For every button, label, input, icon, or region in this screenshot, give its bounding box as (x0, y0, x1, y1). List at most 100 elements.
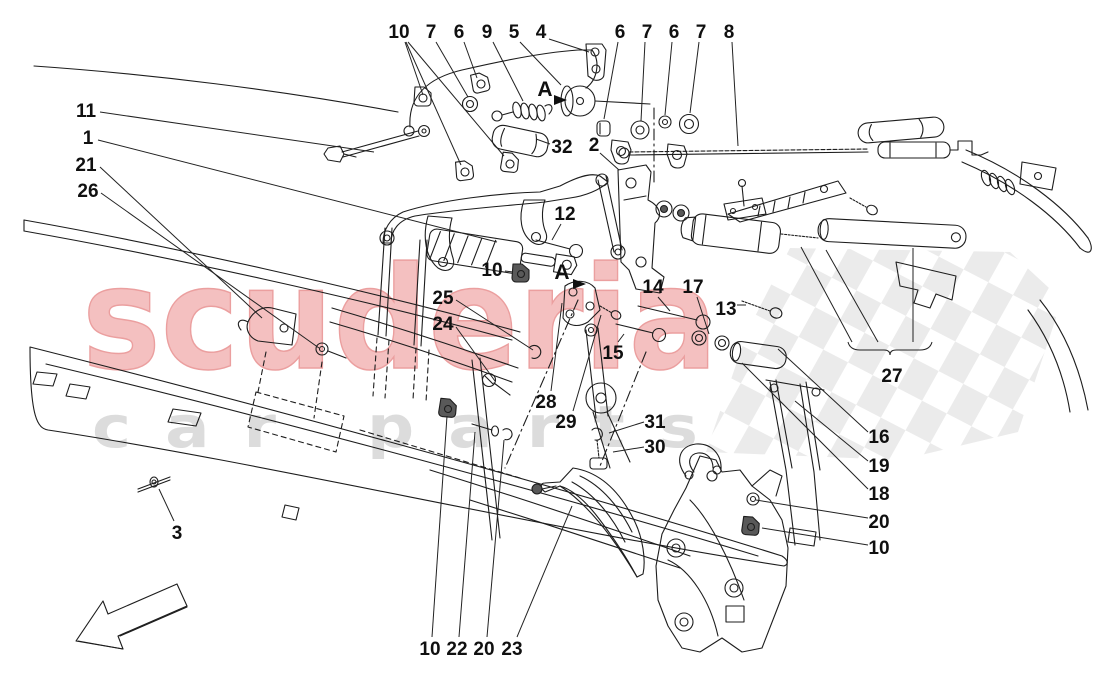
part-number-10: 10 (419, 639, 440, 660)
leader-line (800, 246, 853, 343)
view-marker-label: A (537, 78, 552, 101)
release-cable-8 (610, 139, 989, 169)
roof-panel (29, 346, 788, 569)
leader-line (504, 270, 514, 273)
handle-grip (857, 116, 945, 144)
leader-line (97, 139, 498, 243)
grommet-7b (678, 113, 700, 135)
lower-casting (655, 443, 817, 653)
part-number-4: 4 (536, 22, 547, 43)
clip-10-dark (438, 397, 457, 418)
part-number-21: 21 (75, 155, 97, 176)
leader-line (407, 41, 505, 157)
part-number-13: 13 (715, 299, 736, 320)
leader-line (572, 314, 602, 412)
leader-line (455, 326, 496, 382)
part-number-30: 30 (644, 437, 665, 458)
leader-line (535, 138, 551, 145)
grommet-7 (630, 120, 650, 140)
sleeve-32 (491, 124, 549, 158)
part-number-20: 20 (473, 639, 494, 660)
direction-arrow-icon (75, 583, 188, 650)
part-number-10: 10 (481, 260, 502, 281)
washer-31 (591, 427, 603, 441)
part-number-6: 6 (454, 22, 465, 43)
leader-line (640, 41, 646, 122)
watermark-secondary: car parts (92, 393, 732, 461)
body-sill-outline (23, 219, 521, 341)
hydraulic-cylinder (426, 228, 578, 276)
group-brace (847, 341, 933, 356)
hardware-row (596, 113, 700, 140)
leader-line (492, 41, 524, 102)
clip-4 (585, 43, 607, 81)
washers-17 (691, 330, 730, 351)
part-number-8: 8 (724, 22, 735, 43)
part-number-9: 9 (482, 22, 493, 43)
leader-line (794, 400, 869, 462)
leader-line (486, 439, 505, 638)
leader-line (99, 111, 375, 153)
leader-line (516, 505, 573, 638)
leader-line (689, 41, 700, 114)
leader-line (599, 152, 620, 171)
leader-line (777, 348, 869, 433)
part-number-2: 2 (589, 135, 600, 156)
leader-line (761, 527, 869, 546)
leader-line (158, 488, 175, 522)
part-number-25: 25 (432, 288, 454, 309)
pin-22 (471, 423, 500, 437)
view-direction-arrow-icon (554, 95, 567, 105)
leader-lines (97, 38, 933, 638)
part-number-22: 22 (446, 639, 467, 660)
part-number-28: 28 (535, 392, 556, 413)
clip-10-dark (741, 515, 760, 536)
part-number-11: 11 (76, 101, 97, 122)
leader-line (657, 296, 671, 312)
pin-12 (535, 239, 584, 259)
part-number-6: 6 (669, 22, 680, 43)
bolt-13 (741, 300, 783, 319)
mount-bracket-2 (617, 164, 665, 294)
c-clip-25 (529, 344, 542, 359)
side-blade-panel (531, 467, 645, 578)
part-number-27: 27 (881, 366, 902, 387)
leader-line (405, 41, 462, 166)
part-number-23: 23 (501, 639, 522, 660)
part-number-15: 15 (602, 343, 624, 364)
screw-30 (589, 439, 608, 470)
spacer-tube-27 (817, 218, 967, 249)
leader-line (404, 41, 424, 96)
cable-clip (666, 143, 688, 169)
part-number-18: 18 (868, 484, 889, 505)
leader-line (612, 446, 645, 453)
right-lever-assembly (655, 178, 967, 370)
roof-linkage-arm (379, 173, 626, 271)
bolt-29 (599, 305, 622, 320)
leader-line (463, 41, 478, 79)
pin-3 (137, 476, 171, 493)
view-direction-arrow-icon (573, 279, 586, 289)
watermark: scuderia car parts (81, 236, 732, 461)
washer-6 (658, 115, 672, 129)
link-and-disc (584, 323, 631, 469)
leader-line (603, 41, 619, 120)
part-number-31: 31 (644, 412, 666, 433)
cable-clip (610, 139, 632, 165)
part-number-29: 29 (555, 412, 576, 433)
part-number-10: 10 (868, 538, 889, 559)
part-number-1: 1 (83, 128, 94, 149)
leader-line (755, 499, 869, 519)
section-lines (504, 107, 655, 469)
part-number-24: 24 (432, 314, 454, 335)
leader-line (548, 38, 590, 53)
body-outline-top (33, 65, 399, 113)
leader-line (455, 299, 534, 351)
clip-10-dark (511, 263, 530, 283)
bracket-21 (237, 307, 297, 346)
nut-6 (596, 120, 611, 137)
leader-line (99, 166, 263, 319)
